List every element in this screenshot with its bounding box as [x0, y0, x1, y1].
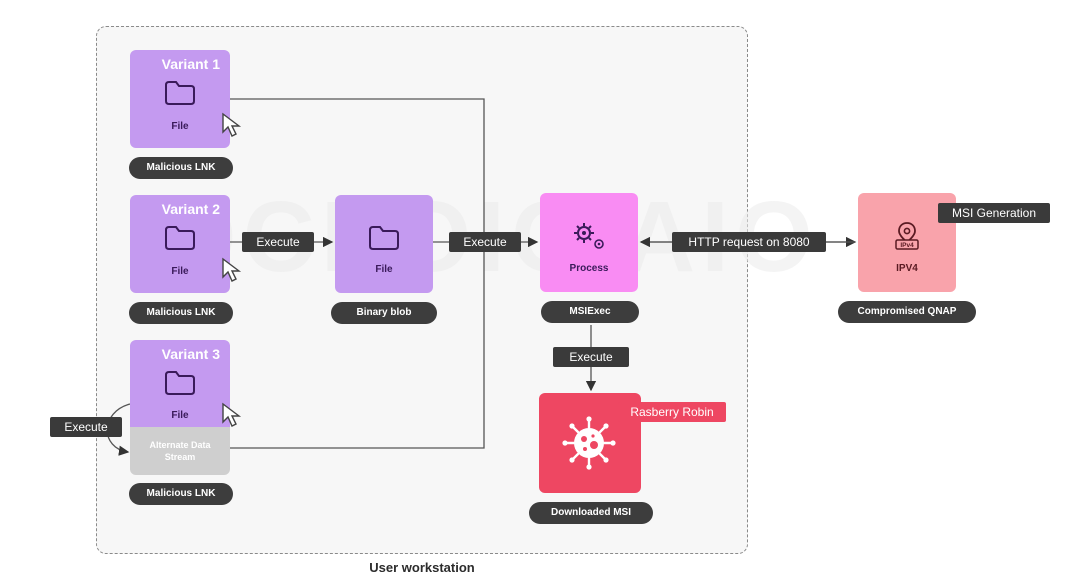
execute-label-v2-blob: Execute: [242, 232, 314, 252]
execute-label-blob-process: Execute: [449, 232, 521, 252]
folder-icon: [165, 371, 195, 395]
variant1-card[interactable]: Variant 1 File: [130, 50, 242, 148]
variant2-caption: File: [171, 266, 189, 277]
folder-icon: [369, 226, 399, 250]
rasberry-robin-tag: Rasberry Robin: [618, 402, 726, 422]
location-pin-icon: IPv4: [895, 222, 919, 250]
http-request-label: HTTP request on 8080: [672, 232, 826, 252]
cursor-icon: [222, 112, 242, 137]
process-caption: Process: [569, 263, 609, 274]
folder-icon: [165, 226, 195, 250]
binary-blob-label: Binary blob: [331, 302, 437, 324]
connector-variant1: [230, 98, 485, 242]
cursor-icon: [222, 257, 242, 282]
variant1-title: Variant 1: [161, 56, 220, 72]
variant3-caption: File: [171, 410, 189, 421]
ipv4-icon-text: IPv4: [900, 242, 914, 249]
downloaded-msi-label: Downloaded MSI: [529, 502, 653, 524]
ads-line1: Alternate Data: [149, 440, 211, 450]
execute-label-variant3-loop: Execute: [50, 417, 122, 437]
cursor-icon: [222, 402, 242, 427]
variant1-caption: File: [171, 121, 189, 132]
variant2-label: Malicious LNK: [129, 302, 233, 324]
qnap-label: Compromised QNAP: [838, 301, 976, 323]
process-label: MSIExec: [541, 301, 639, 323]
variant2-title: Variant 2: [161, 201, 220, 217]
process-card[interactable]: Process: [540, 193, 638, 292]
binary-blob-card[interactable]: File: [335, 195, 433, 293]
variant1-label: Malicious LNK: [129, 157, 233, 179]
connector-variant3: [230, 242, 485, 449]
gears-icon: [574, 223, 604, 249]
execute-label-process-msi: Execute: [553, 347, 629, 367]
folder-icon: [165, 81, 195, 105]
variant3-title: Variant 3: [161, 346, 220, 362]
variant3-card[interactable]: Variant 3 File: [130, 340, 242, 428]
virus-icon: [562, 416, 616, 470]
user-workstation-label: User workstation: [369, 560, 475, 575]
qnap-caption: IPV4: [896, 263, 918, 274]
variant3-label: Malicious LNK: [129, 483, 233, 505]
msi-generation-tag: MSI Generation: [938, 203, 1050, 223]
alternate-data-stream: Alternate Data Stream: [130, 427, 230, 475]
binary-blob-caption: File: [375, 264, 393, 275]
variant2-card[interactable]: Variant 2 File: [130, 195, 242, 293]
ads-line2: Stream: [164, 452, 196, 462]
